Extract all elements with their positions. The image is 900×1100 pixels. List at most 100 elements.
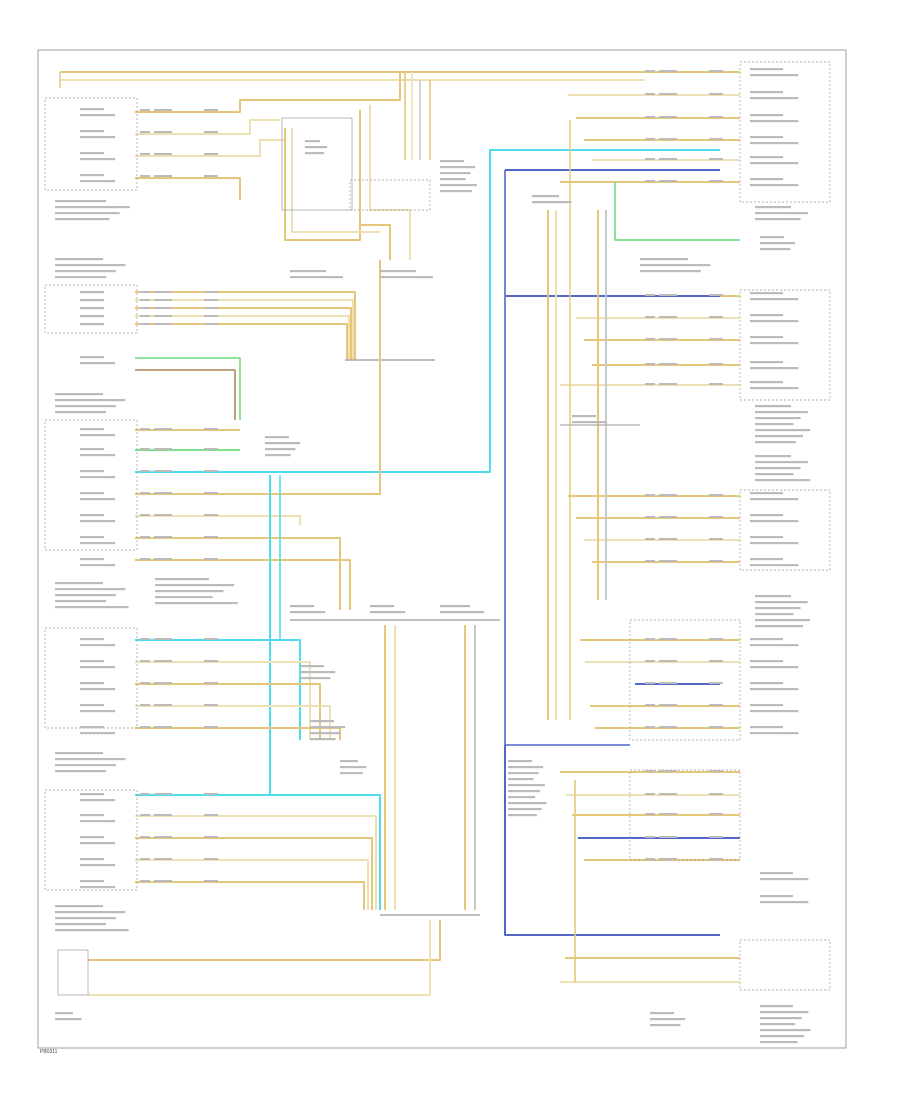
- center-connector-a: [290, 605, 314, 608]
- sensor-row-label: [80, 152, 104, 155]
- right-connector-box-3: [739, 489, 831, 571]
- group6-label: [55, 923, 107, 926]
- group2-row-code: [204, 315, 218, 317]
- group5-row-code: [154, 814, 172, 816]
- footer-code: PB0311: [40, 1049, 58, 1055]
- right-row-code: [645, 560, 655, 562]
- sensor-row-code: [204, 153, 218, 155]
- wire-row-b: [135, 119, 280, 135]
- right-row-label: [750, 162, 799, 165]
- right-label-d: [755, 461, 808, 464]
- group3-row-code: [204, 558, 218, 560]
- group5-row-code: [204, 880, 218, 882]
- lower-row-label: [750, 726, 783, 729]
- right-row-label: [750, 114, 783, 117]
- right-label-c: [755, 417, 801, 420]
- group3-row-code: [154, 470, 172, 472]
- group4-mid-label: [155, 590, 224, 593]
- group3-label: [55, 405, 116, 408]
- wire-module-loop-2: [291, 128, 380, 233]
- group2-row-code: [140, 323, 150, 325]
- right-row-code: [659, 516, 677, 518]
- group4-row-code: [154, 682, 172, 684]
- trans-row-code: [659, 813, 677, 815]
- harness-label-a: [532, 195, 559, 198]
- sensor-row-code: [154, 175, 172, 177]
- right-row-code: [709, 338, 723, 340]
- group4-mid-label: [155, 602, 238, 605]
- group4-row-code: [140, 726, 150, 728]
- sensor-row-code: [140, 175, 150, 177]
- right-of-module-label: [440, 184, 477, 187]
- group3-row-code: [140, 558, 150, 560]
- group5-row-label: [80, 836, 104, 839]
- right-row-code: [645, 294, 655, 296]
- trans-row-code: [659, 858, 677, 860]
- wire-group4: [135, 639, 301, 740]
- right-row-label: [750, 314, 783, 317]
- right-row-label: [750, 361, 783, 364]
- group4-row-code: [140, 638, 150, 640]
- group3-label: [55, 399, 126, 402]
- trans-row-code: [645, 836, 655, 838]
- sensor-row-code: [154, 153, 172, 155]
- lower-row-label: [750, 682, 783, 685]
- group5-row-label: [80, 864, 116, 867]
- lower-row-label: [750, 710, 799, 713]
- right-label-d: [755, 479, 811, 482]
- harness-label-a: [532, 201, 572, 204]
- right-row-code: [709, 116, 723, 118]
- splice-box: [349, 179, 431, 211]
- trans-row-code: [709, 836, 723, 838]
- group5-row-label: [80, 820, 116, 823]
- group4-label: [55, 606, 129, 609]
- right-row-label: [750, 492, 783, 495]
- right-row-code: [709, 70, 723, 72]
- right-label-e: [755, 607, 801, 610]
- group3-row-code: [140, 428, 150, 430]
- group3-row-label: [80, 434, 116, 437]
- group5-label: [55, 764, 116, 767]
- group3-row-label: [80, 564, 116, 567]
- control-module-label: [305, 140, 320, 143]
- group3-row-label: [80, 470, 104, 473]
- bottom-right-label: [760, 1011, 809, 1014]
- group4-row-code: [204, 682, 218, 684]
- right-of-module-label: [440, 166, 476, 169]
- group2-row-code: [204, 299, 218, 301]
- group3-row-label: [80, 476, 116, 479]
- left-of-trans-label: [508, 808, 542, 811]
- splice-label: [265, 442, 301, 445]
- group5-row-code: [204, 858, 218, 860]
- labels-layer: [55, 68, 811, 1044]
- lower-row-code: [709, 682, 723, 684]
- sensor-group-label: [55, 200, 106, 203]
- group6-label: [55, 911, 126, 914]
- sensor-row-code: [140, 109, 150, 111]
- left-of-trans-label: [508, 796, 536, 799]
- bottom-right-ground-label: [650, 1018, 686, 1021]
- group3-row-code: [140, 448, 150, 450]
- sensor-row-label: [80, 108, 104, 111]
- lower-row-label: [750, 638, 783, 641]
- group5-row-code: [140, 880, 150, 882]
- lower-row-label: [750, 666, 799, 669]
- group5-row-code: [154, 793, 172, 795]
- green-pair-label: [80, 356, 104, 359]
- left-of-trans-label: [508, 784, 545, 787]
- group4-row-label: [80, 666, 116, 669]
- right-row-label: [750, 184, 799, 187]
- wire-lt-blue-branch: [135, 475, 281, 641]
- group4-row-code: [204, 660, 218, 662]
- lower-row-code: [659, 682, 677, 684]
- connector-label-b: [380, 270, 416, 273]
- right-row-label: [750, 298, 799, 301]
- right-row-code: [645, 70, 655, 72]
- right-lower-connector: [629, 619, 741, 741]
- wire-dk-blue-bottom: [504, 745, 720, 936]
- trans-row-code: [659, 793, 677, 795]
- left-of-trans-label: [508, 814, 537, 817]
- group4-splice-label: [300, 677, 331, 680]
- group4-row-label: [80, 704, 104, 707]
- group5-splice-label-2: [340, 766, 367, 769]
